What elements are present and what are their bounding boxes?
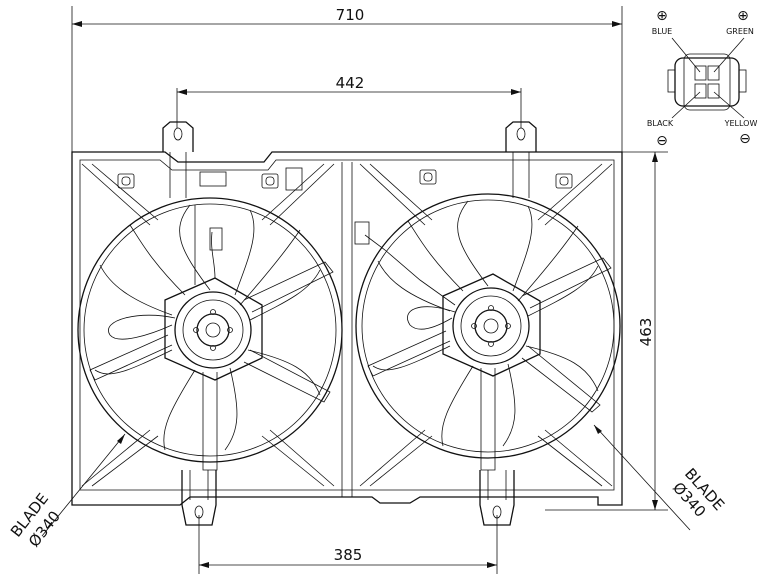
fan-right <box>354 193 621 471</box>
wire-label-green: GREEN <box>726 27 754 36</box>
mount-tab-right <box>505 121 537 198</box>
mount-tab-bottom-right <box>479 470 515 526</box>
connector-pinout: ⊕ ⊕ ⊖ ⊖ BLUE GREEN BLACK YELLOW <box>647 8 758 149</box>
dim-bottom-spacing-label: 385 <box>334 546 363 564</box>
plus-symbol-blue: ⊕ <box>656 8 668 24</box>
plus-symbol-green: ⊕ <box>737 8 749 24</box>
dim-overall-width-label: 710 <box>336 6 365 24</box>
fan-left-blades <box>94 204 321 451</box>
fan-left <box>77 197 343 471</box>
mount-tab-bottom-left <box>181 470 217 526</box>
wire-label-blue: BLUE <box>652 27 672 36</box>
dim-mount-spacing-label: 442 <box>336 74 365 92</box>
dim-height-label: 463 <box>637 318 655 347</box>
fan-right-blades <box>372 200 599 447</box>
dim-bottom-spacing: 385 <box>198 515 498 574</box>
mount-tab-left <box>162 121 194 198</box>
dim-blade-left: BLADE Ø340 <box>7 433 126 550</box>
minus-symbol-yellow: ⊖ <box>739 131 751 147</box>
dim-mount-spacing: 442 <box>176 74 522 128</box>
wire-label-black: BLACK <box>647 119 674 128</box>
wire-label-yellow: YELLOW <box>724 119 758 128</box>
connector-body <box>674 57 740 107</box>
minus-symbol-black: ⊖ <box>656 133 668 149</box>
dim-overall-width: 710 <box>71 6 623 152</box>
